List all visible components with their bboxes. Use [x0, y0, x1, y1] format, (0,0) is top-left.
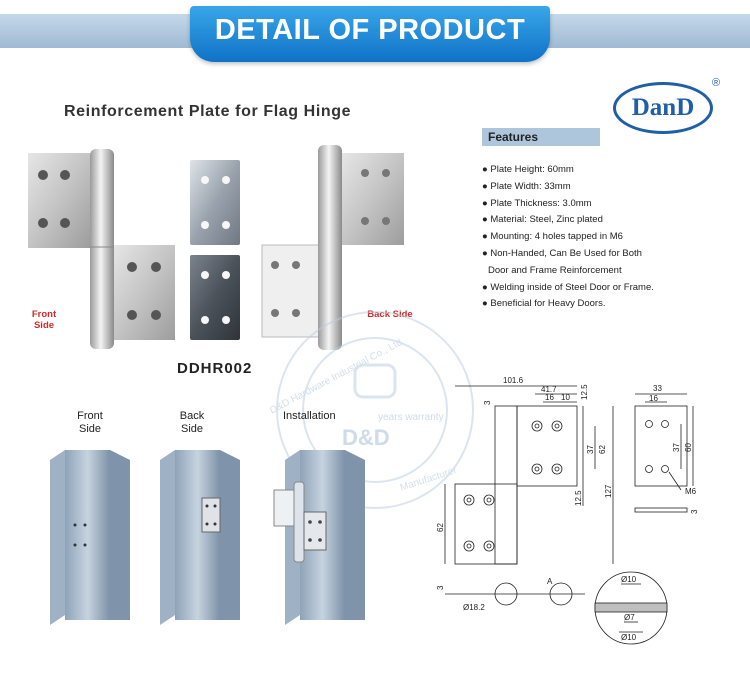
- plate-37: 37: [672, 443, 681, 452]
- banner: [190, 6, 550, 62]
- feature-item: Door and Frame Reinforcement: [488, 264, 622, 276]
- product-photos: [28, 145, 404, 350]
- dim-16: 16: [545, 393, 554, 402]
- registered-mark: ®: [712, 77, 721, 89]
- back-side-label: Back Side: [367, 309, 413, 320]
- feature-item: ● Non-Handed, Can Be Used for Both: [482, 247, 642, 259]
- product-code: DDHR002: [177, 360, 253, 377]
- caption-back: Back Side: [179, 410, 205, 435]
- feature-item: ● Beneficial for Heavy Doors.: [482, 298, 606, 310]
- watermark: years warranty D&D D&D Hardware Industri…: [270, 311, 474, 509]
- feature-item: ● Material: Steel, Zinc plated: [482, 214, 603, 226]
- product-heading: Reinforcement Plate for Flag Hinge: [64, 103, 352, 120]
- section-a: A: [547, 577, 553, 586]
- feature-item: ● Plate Height: 60mm: [482, 164, 574, 175]
- dim-12-5-mid: 12.5: [574, 490, 583, 506]
- banner-title: DETAIL OF PRODUCT: [214, 14, 526, 46]
- dim-62-left: 62: [436, 523, 445, 532]
- features-bar: [482, 128, 600, 146]
- feature-item: ● Welding inside of Steel Door or Frame.: [482, 281, 654, 293]
- plate-16: 16: [649, 394, 658, 403]
- features-title: Features: [488, 130, 539, 144]
- caption-front: Front Side: [77, 410, 103, 435]
- dim-3-bottom: 3: [436, 585, 445, 590]
- section-dia-7: Ø7: [624, 613, 635, 622]
- plate-m6: M6: [685, 487, 697, 496]
- plate-33: 33: [653, 384, 662, 393]
- feature-item: ● Plate Width: 33mm: [482, 180, 571, 192]
- front-frame: [50, 450, 130, 625]
- dim-3: 3: [483, 400, 492, 405]
- dim-12-5-top: 12.5: [580, 384, 589, 400]
- features-list: ● Plate Height: 60mm ● Plate Width: 33mm…: [482, 162, 654, 313]
- dim-101-6: 101.6: [503, 376, 524, 385]
- brand-logo: DanD: [613, 82, 713, 134]
- dim-127: 127: [604, 484, 613, 498]
- watermark-warranty: years warranty: [378, 412, 444, 423]
- plate-photos: [190, 160, 240, 340]
- section-dia-10-bottom: Ø10: [621, 633, 637, 642]
- installation-frame: [273, 450, 365, 625]
- installation-illustrations: [50, 450, 365, 625]
- dim-37: 37: [586, 445, 595, 454]
- plate-3: 3: [690, 509, 699, 514]
- dim-10: 10: [561, 393, 570, 402]
- back-frame: [160, 450, 240, 625]
- plate-60: 60: [684, 443, 693, 452]
- front-side-label: Front Side: [31, 309, 57, 331]
- section-dia-10-top: Ø10: [621, 575, 637, 584]
- dim-62: 62: [598, 445, 607, 454]
- front-hinge-photo: [28, 149, 175, 349]
- back-hinge-photo: [261, 145, 404, 350]
- logo-text: DanD: [631, 94, 695, 121]
- dim-dia-18-2: Ø18.2: [463, 603, 485, 612]
- feature-item: ● Mounting: 4 holes tapped in M6: [482, 231, 623, 243]
- feature-item: ● Plate Thickness: 3.0mm: [482, 197, 592, 209]
- caption-installation: Installation: [283, 410, 336, 422]
- technical-drawing: 101.6 41.7 16 10 12.5 3 37 62 12.5 127 6…: [436, 376, 699, 645]
- watermark-brand: D&D: [342, 425, 390, 450]
- dim-41-7: 41.7: [541, 385, 557, 394]
